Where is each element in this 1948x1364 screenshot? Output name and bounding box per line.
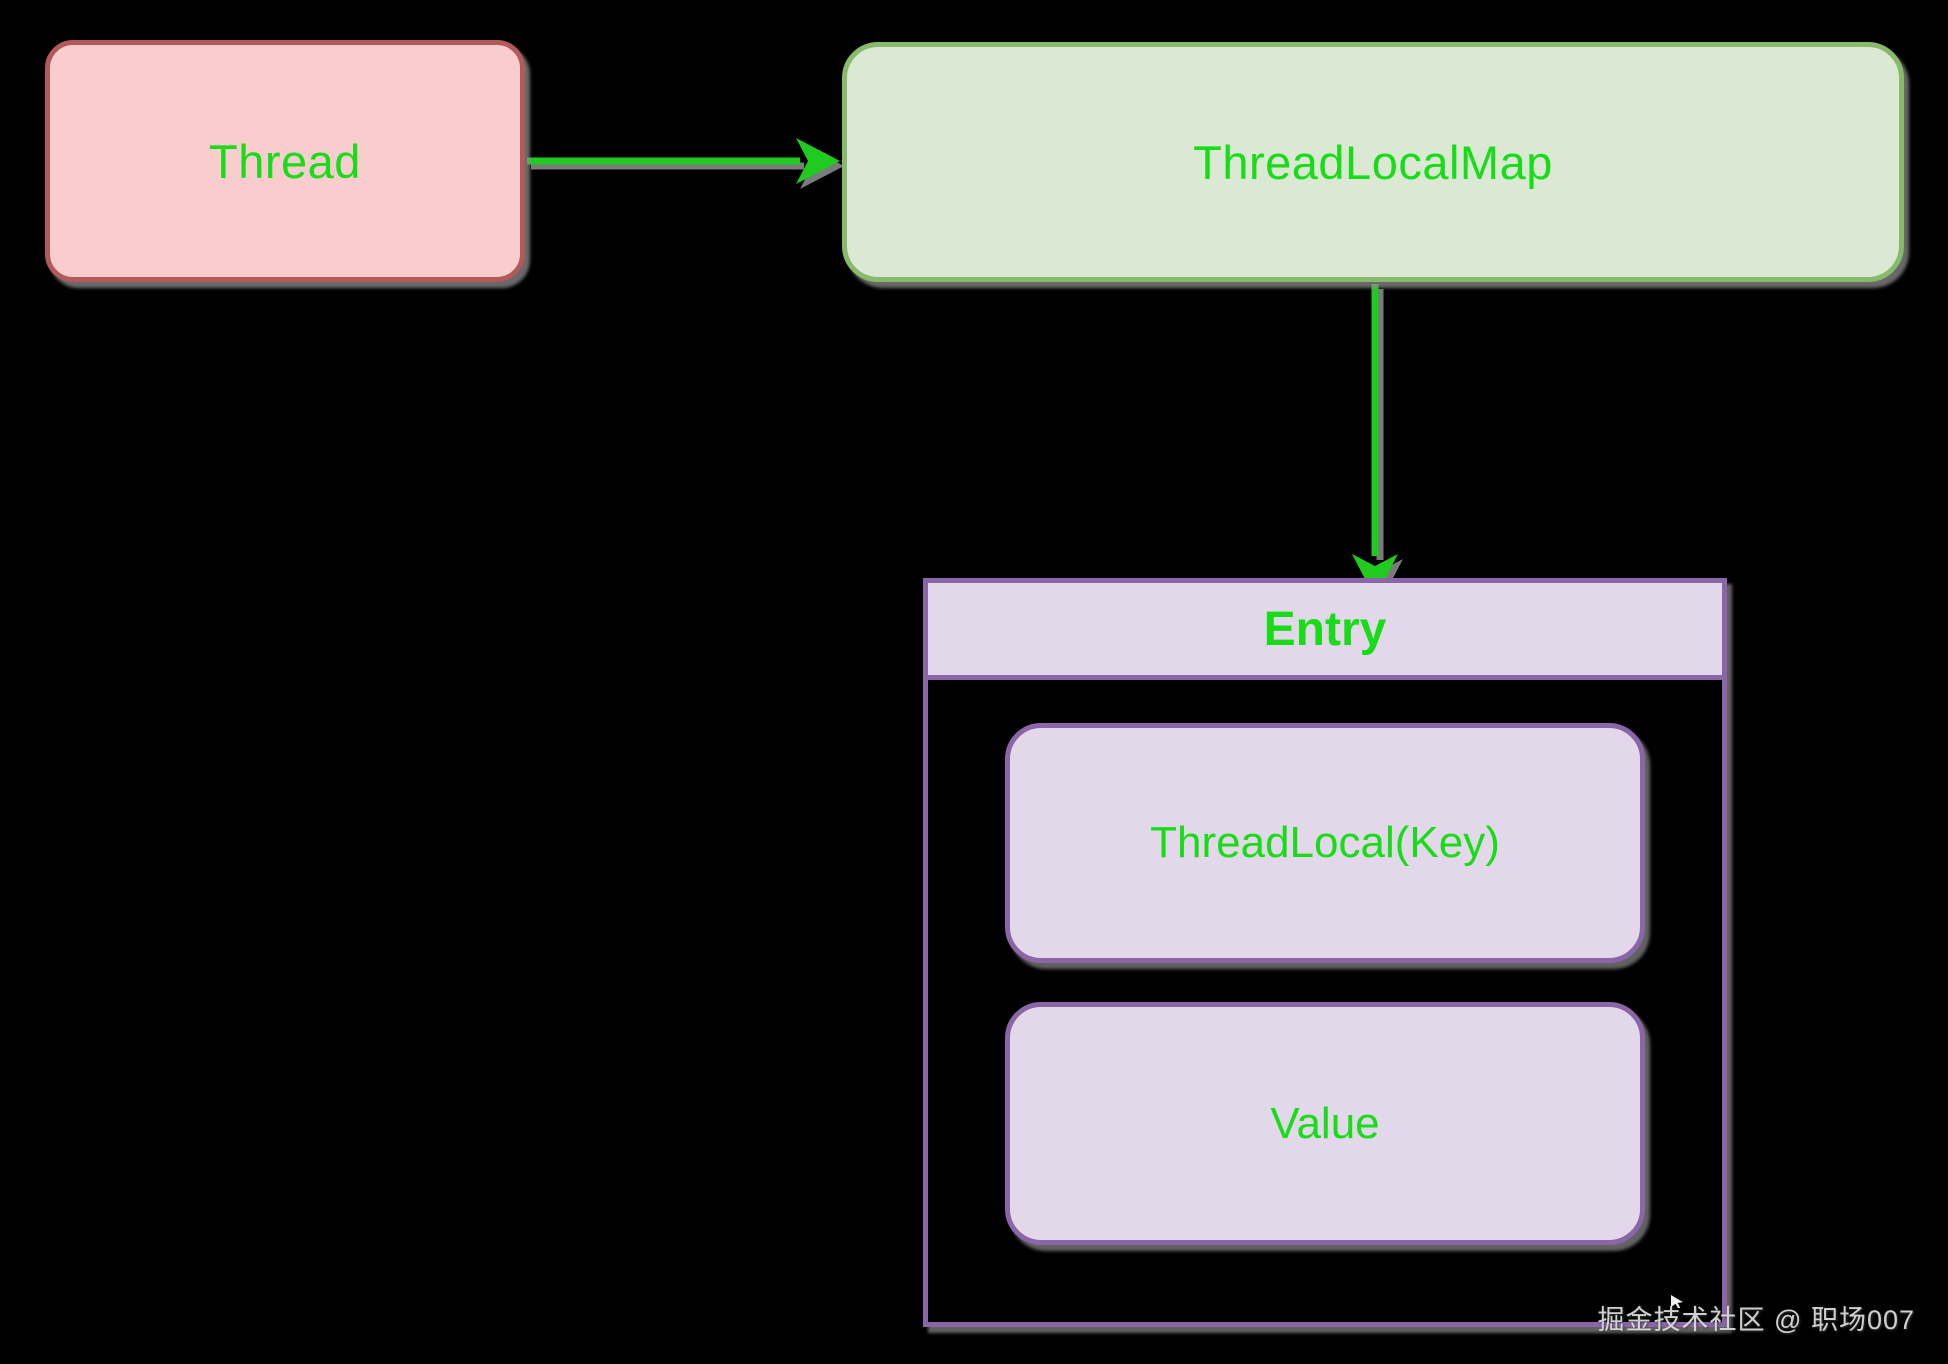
node-entry: Entry ThreadLocal(Key) Value — [923, 578, 1727, 1327]
arrow-map-to-entry — [1352, 284, 1398, 598]
node-threadlocalmap-label: ThreadLocalMap — [1193, 135, 1553, 189]
node-value-label: Value — [1270, 1098, 1380, 1148]
node-threadlocal-key-label: ThreadLocal(Key) — [1150, 818, 1500, 867]
node-threadlocalmap: ThreadLocalMap — [842, 42, 1904, 282]
node-threadlocal-key: ThreadLocal(Key) — [1005, 723, 1645, 963]
arrow-thread-to-map — [527, 138, 840, 184]
node-value: Value — [1005, 1002, 1645, 1245]
entry-header-label: Entry — [1263, 602, 1387, 656]
node-thread: Thread — [45, 40, 525, 282]
watermark: 掘金技术社区 @ 职场007 — [1597, 1305, 1915, 1335]
entry-header: Entry — [928, 583, 1722, 680]
node-thread-label: Thread — [209, 134, 361, 188]
